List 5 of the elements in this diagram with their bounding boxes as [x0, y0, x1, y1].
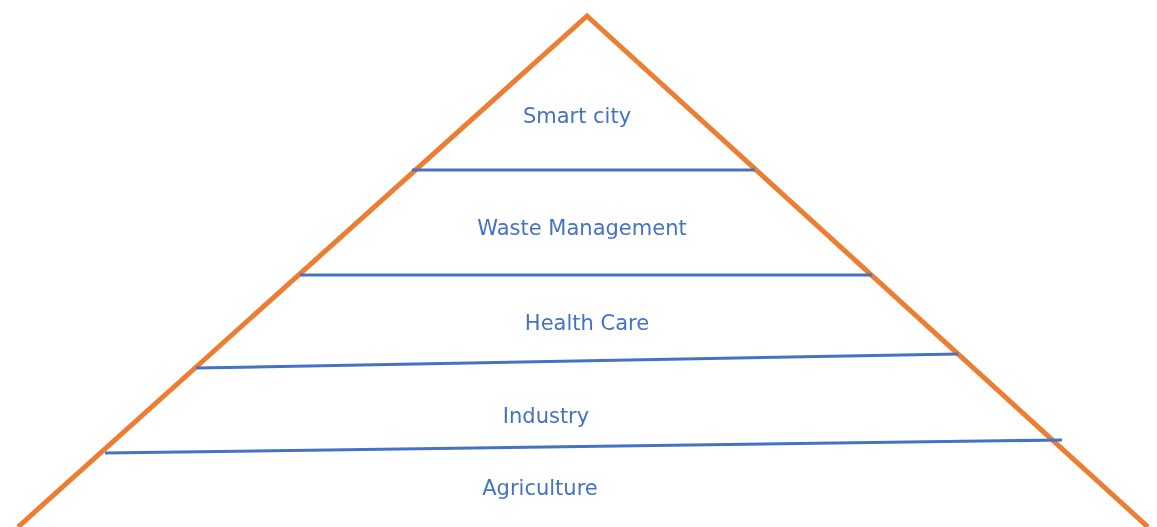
layer-label: Health Care — [524, 311, 650, 335]
layer-label: Waste Management — [477, 216, 687, 240]
layer-label: Industry — [502, 404, 590, 428]
layer-label: Smart city — [522, 104, 632, 128]
layer-label: Agriculture — [482, 476, 598, 500]
